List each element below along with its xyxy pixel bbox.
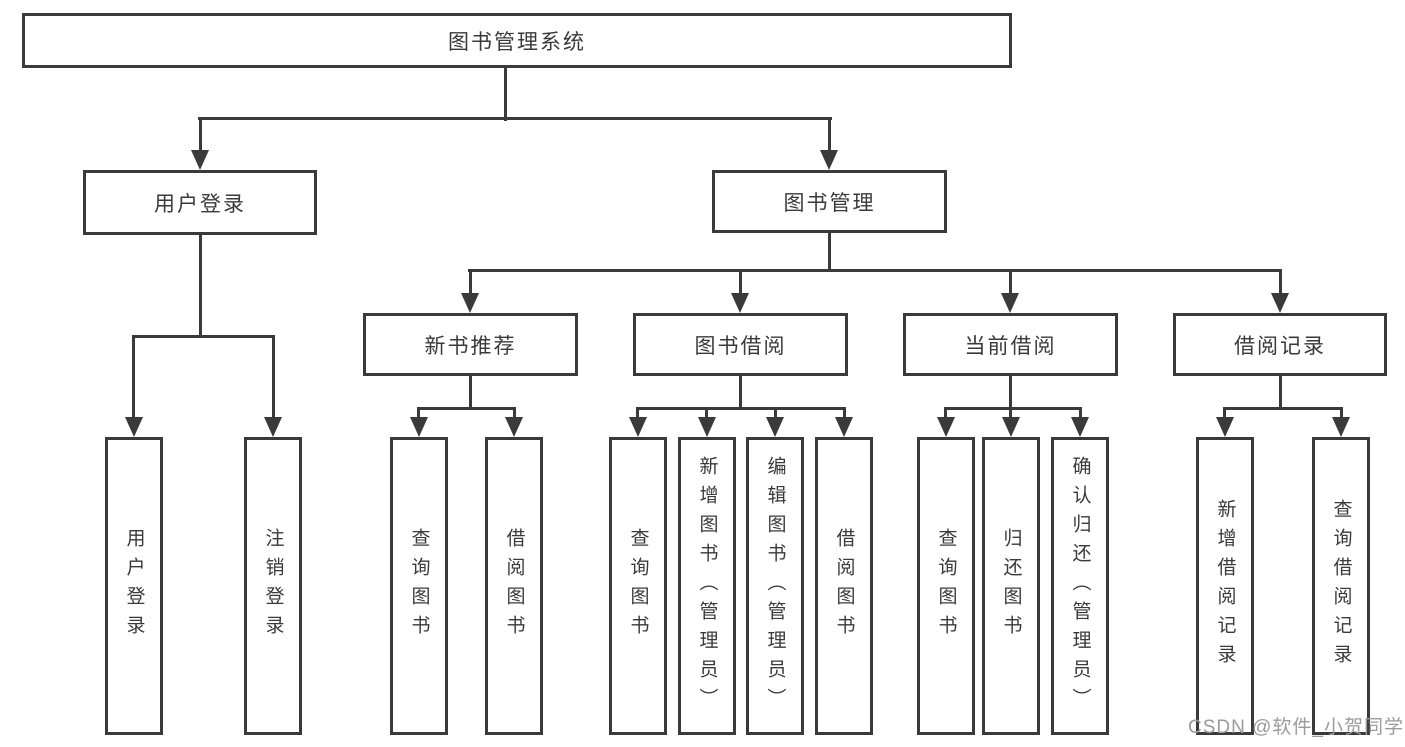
arrow-down-icon (1071, 417, 1089, 437)
leaf-query-borrow-record: 查询借阅记录 (1312, 437, 1370, 735)
connector-records-stem (1279, 376, 1282, 410)
arrow-down-icon (505, 417, 523, 437)
leaf-query-books-recommend-label: 查询图书 (408, 528, 430, 644)
connector-records-drop-2 (1340, 407, 1343, 421)
leaf-return-books: 归还图书 (982, 437, 1040, 735)
leaf-borrow-books-label: 借阅图书 (833, 528, 855, 644)
connector-records-drop-1 (1223, 407, 1226, 421)
connector-bookborrow-drop-1 (636, 407, 639, 421)
leaf-edit-books-admin: 编辑图书（管理员） (746, 437, 804, 735)
connector-newbooks-drop-2 (513, 407, 516, 421)
csdn-watermark: CSDN @软件_小贺同学 (1188, 717, 1404, 738)
node-book-management: 图书管理 (712, 170, 947, 233)
connector-bookmgmt-drop-4 (1279, 269, 1282, 299)
node-current-borrow: 当前借阅 (903, 313, 1118, 376)
connector-root-drop-right (828, 117, 831, 159)
arrow-down-icon (698, 417, 716, 437)
leaf-query-current-books: 查询图书 (917, 437, 975, 735)
arrow-down-icon (629, 417, 647, 437)
arrow-down-icon (820, 150, 838, 170)
leaf-borrow-books-recommend: 借阅图书 (485, 437, 543, 735)
leaf-add-borrow-record-label: 新增借阅记录 (1214, 499, 1236, 673)
node-user-login-label: 用户登录 (154, 192, 246, 216)
node-book-borrow-label: 图书借阅 (694, 334, 787, 358)
connector-currentborrow-branch (944, 407, 1082, 410)
connector-userlogin-drop-2 (272, 335, 275, 423)
leaf-query-current-books-label: 查询图书 (935, 528, 957, 644)
node-root: 图书管理系统 (22, 13, 1012, 68)
arrow-down-icon (1002, 417, 1020, 437)
connector-bookborrow-drop-4 (843, 407, 846, 421)
leaf-borrow-books-recommend-label: 借阅图书 (503, 528, 525, 644)
leaf-edit-books-admin-label: 编辑图书（管理员） (764, 455, 786, 717)
connector-bookmgmt-stem (828, 233, 831, 272)
connector-newbooks-stem (469, 376, 472, 410)
leaf-confirm-return-admin: 确认归还（管理员） (1051, 437, 1109, 735)
node-root-label: 图书管理系统 (448, 30, 586, 54)
arrow-down-icon (125, 417, 143, 437)
node-book-management-label: 图书管理 (783, 191, 876, 215)
connector-newbooks-branch (417, 407, 516, 410)
connector-root-stem (504, 68, 507, 121)
connector-bookborrow-stem (739, 376, 742, 410)
connector-userlogin-stem (199, 235, 202, 338)
arrow-down-icon (835, 417, 853, 437)
connector-newbooks-drop-1 (417, 407, 420, 421)
node-book-borrow: 图书借阅 (633, 313, 848, 376)
connector-bookborrow-drop-3 (774, 407, 777, 421)
connector-userlogin-drop-1 (132, 335, 135, 423)
connector-bookborrow-branch (636, 407, 846, 410)
node-user-login: 用户登录 (83, 170, 317, 235)
leaf-add-borrow-record: 新增借阅记录 (1196, 437, 1254, 735)
arrow-down-icon (1271, 293, 1289, 313)
arrow-down-icon (1001, 293, 1019, 313)
leaf-borrow-books: 借阅图书 (815, 437, 873, 735)
connector-bookmgmt-branch (468, 269, 1282, 272)
arrow-down-icon (937, 417, 955, 437)
leaf-logout-label: 注销登录 (262, 528, 284, 644)
node-new-book-recommend: 新书推荐 (363, 313, 578, 376)
arrow-down-icon (264, 417, 282, 437)
leaf-user-login-label: 用户登录 (123, 528, 145, 644)
connector-bookmgmt-drop-2 (739, 269, 742, 299)
arrow-down-icon (410, 417, 428, 437)
leaf-query-books: 查询图书 (609, 437, 667, 735)
connector-bookmgmt-drop-1 (469, 269, 472, 299)
node-borrow-records: 借阅记录 (1173, 313, 1387, 376)
connector-root-branch (198, 117, 832, 120)
connector-currentborrow-drop-1 (944, 407, 947, 421)
connector-bookmgmt-drop-3 (1009, 269, 1012, 299)
leaf-user-login: 用户登录 (105, 437, 163, 735)
arrow-down-icon (461, 293, 479, 313)
node-new-book-recommend-label: 新书推荐 (424, 334, 517, 358)
connector-currentborrow-stem (1009, 376, 1012, 410)
leaf-query-borrow-record-label: 查询借阅记录 (1330, 499, 1352, 673)
arrow-down-icon (191, 150, 209, 170)
arrow-down-icon (731, 293, 749, 313)
arrow-down-icon (1216, 417, 1234, 437)
connector-currentborrow-drop-3 (1079, 407, 1082, 421)
node-current-borrow-label: 当前借阅 (964, 334, 1057, 358)
leaf-return-books-label: 归还图书 (1000, 528, 1022, 644)
connector-root-drop-left (199, 117, 202, 159)
node-borrow-records-label: 借阅记录 (1234, 334, 1326, 358)
leaf-query-books-label: 查询图书 (627, 528, 649, 644)
connector-currentborrow-drop-2 (1009, 407, 1012, 421)
leaf-add-books-admin-label: 新增图书（管理员） (696, 455, 718, 717)
leaf-add-books-admin: 新增图书（管理员） (678, 437, 736, 735)
connector-userlogin-branch (132, 335, 275, 338)
connector-records-branch (1223, 407, 1343, 410)
leaf-confirm-return-admin-label: 确认归还（管理员） (1069, 455, 1091, 717)
connector-bookborrow-drop-2 (705, 407, 708, 421)
arrow-down-icon (1332, 417, 1350, 437)
leaf-logout: 注销登录 (244, 437, 302, 735)
leaf-query-books-recommend: 查询图书 (390, 437, 448, 735)
arrow-down-icon (766, 417, 784, 437)
